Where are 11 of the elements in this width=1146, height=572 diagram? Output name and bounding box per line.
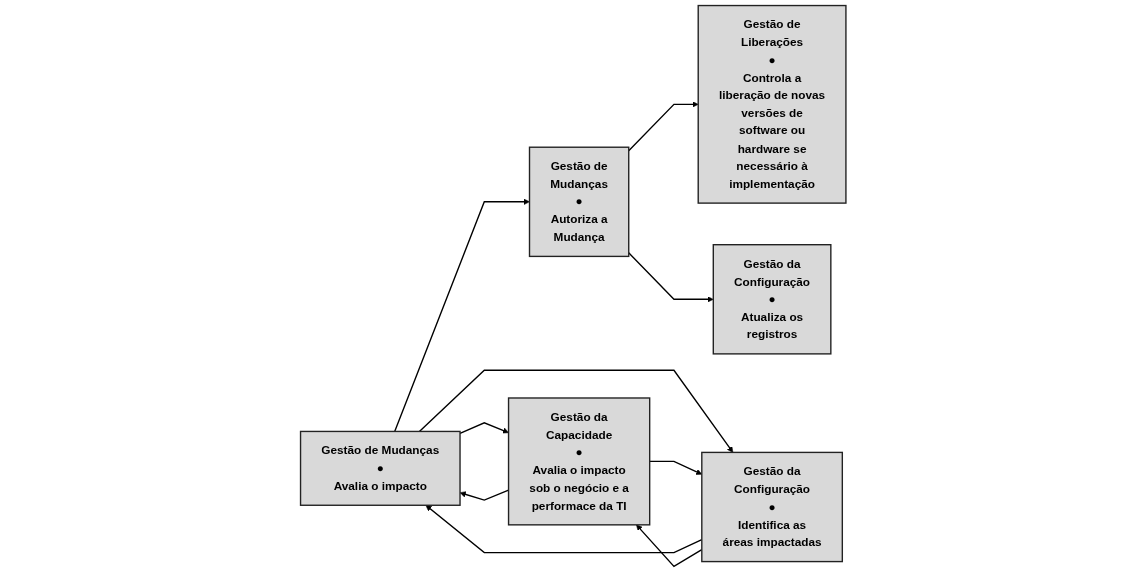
- arrow: [418, 369, 733, 453]
- arrow: [393, 198, 530, 433]
- node-box: Gestão de Liberações ● Controla a liberação de novas versões de software ou hardware se necessário à implementação: [697, 4, 847, 204]
- node-box: Gestão da Configuração ● Identifica as áreas impactadas: [700, 451, 843, 563]
- arrow: [459, 422, 509, 435]
- arrow: [627, 252, 714, 303]
- node-box: Gestão de Mudanças ● Avalia o impacto: [299, 430, 461, 506]
- arrow: [459, 489, 509, 501]
- node-box: Gestão de Mudanças ● Autoriza a Mudança: [528, 146, 630, 258]
- node-box: Gestão da Configuração ● Atualiza os registros: [712, 244, 832, 355]
- node-box: Gestão da Capacidade ● Avalia o impacto sob o negócio e a performace da TI: [507, 397, 651, 526]
